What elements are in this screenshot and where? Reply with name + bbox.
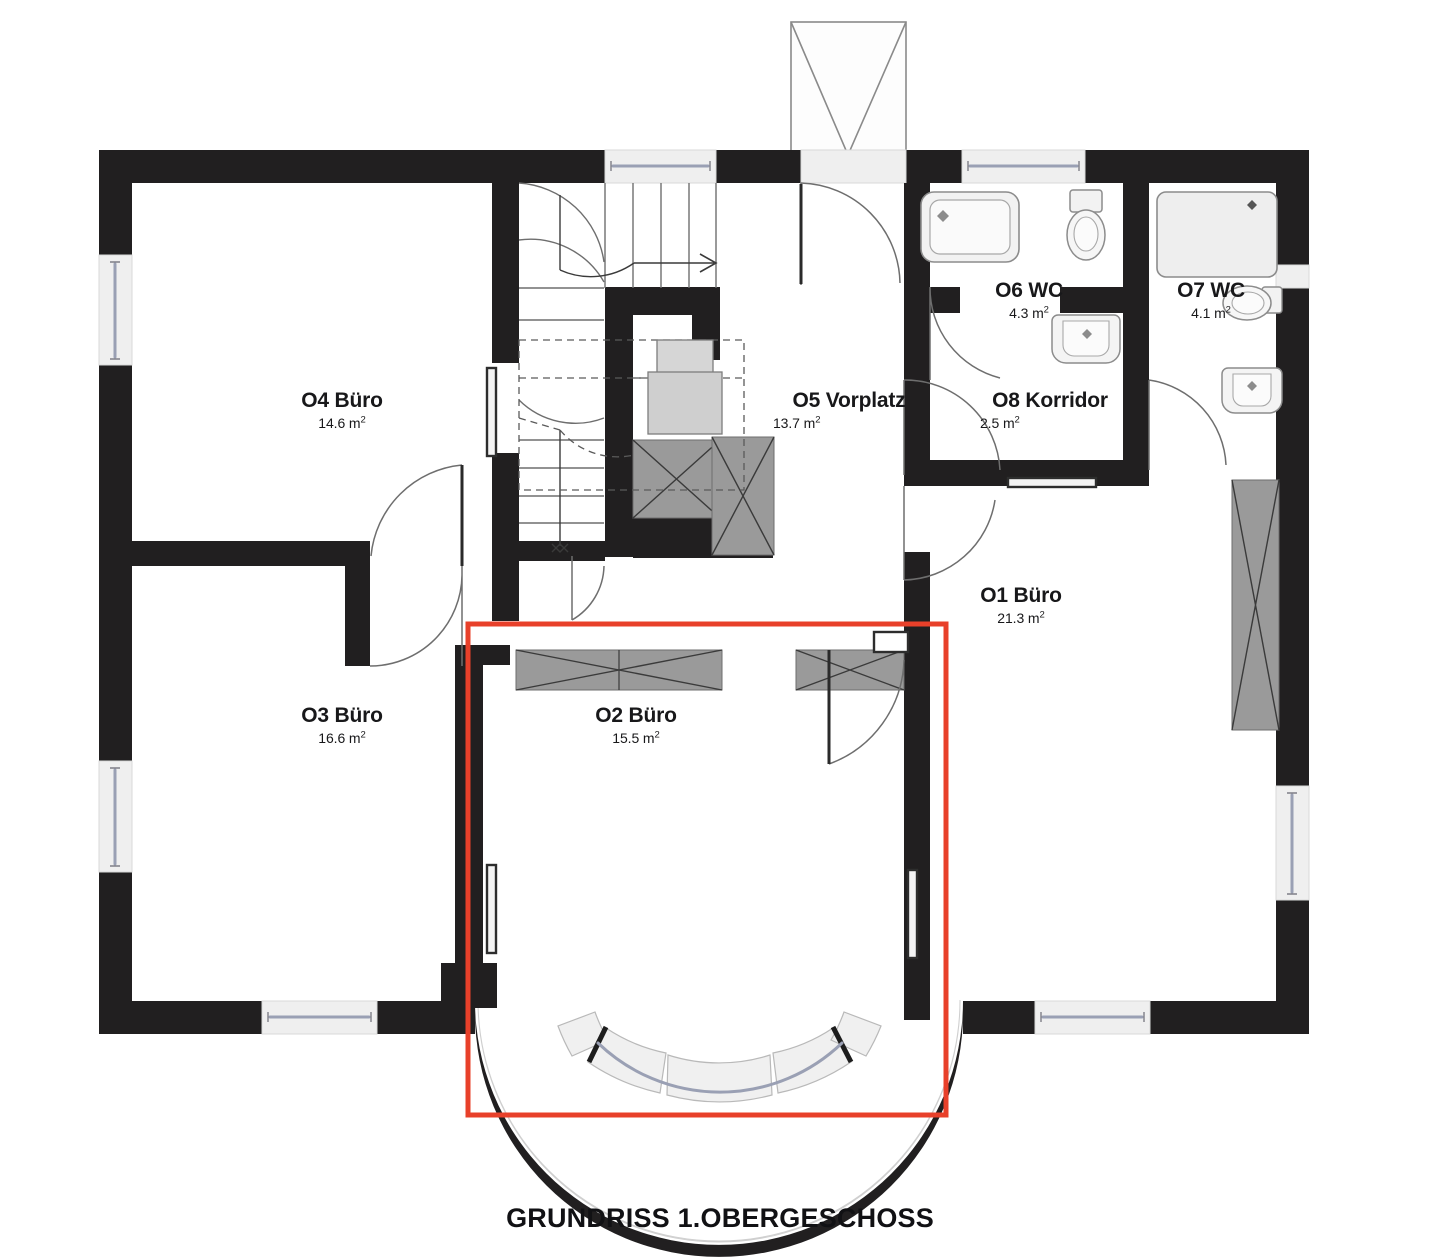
cupboard-o2-right: [795, 649, 905, 691]
cupboard-o2-left: [515, 649, 723, 691]
interior-walls: [132, 183, 1149, 1020]
selection-highlight: [465, 621, 949, 1118]
bathtub-icon: [920, 191, 1020, 263]
cupboard-stair-b: [711, 436, 775, 556]
doors: [369, 182, 1227, 765]
window-glazing: [113, 164, 1294, 1019]
door-leaves: [460, 184, 831, 764]
cupboard-stair-a: [632, 439, 721, 519]
toilet-icon-o7: [1222, 285, 1283, 321]
cupboard-o1-right: [1231, 479, 1280, 731]
stair-platform: [647, 339, 723, 435]
shower-icon: [1156, 191, 1278, 278]
bay-window: [475, 999, 963, 1257]
window-frame-ticks: [110, 161, 1297, 1022]
balcony-canopy: [790, 21, 907, 158]
sink-icon-o7: [1221, 367, 1283, 414]
exterior-walls: [99, 150, 1309, 1034]
built-in-cupboards: [515, 436, 1280, 731]
interior-openings: [485, 366, 1098, 960]
page-title: GRUNDRISS 1.OBERGESCHOSS: [506, 1203, 934, 1233]
sink-icon-o6: [1051, 314, 1121, 364]
toilet-icon-o6: [1066, 189, 1106, 261]
